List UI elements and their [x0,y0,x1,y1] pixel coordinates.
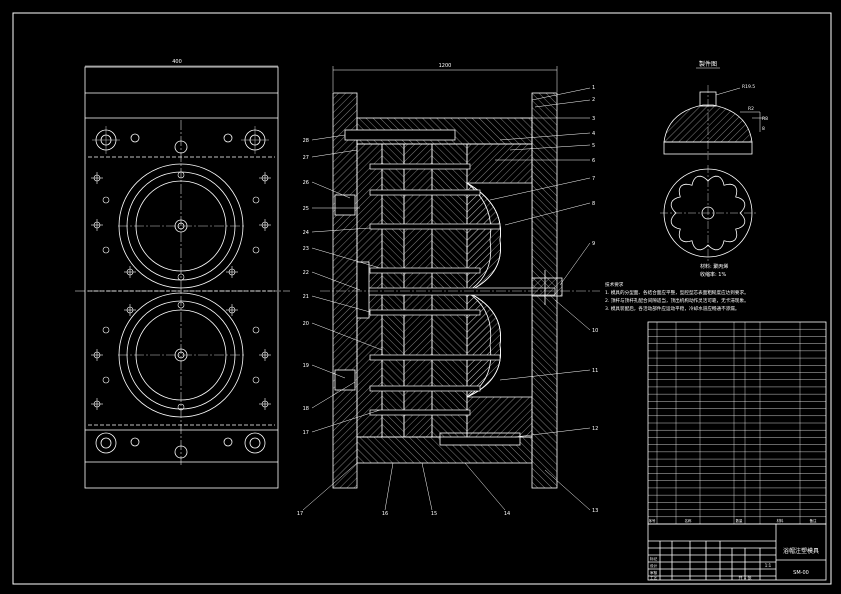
bom-header-cell: 序号 [649,518,656,523]
svg-text:28: 28 [303,138,309,144]
drawing-title: 浴帽注塑模具 [783,547,819,555]
svg-text:5: 5 [592,143,595,149]
top-view: 400 [75,59,290,489]
section-view: 1200 [297,63,600,517]
svg-text:12: 12 [592,426,598,432]
leader-numbers-left: 28 27 26 25 24 23 22 21 20 19 18 17 [303,138,309,436]
svg-text:18: 18 [303,406,309,412]
svg-text:1: 1 [592,85,595,91]
svg-text:2. 顶杆与顶杆孔配合间隙适当，顶出机构动作灵活可靠，无卡滞: 2. 顶杆与顶杆孔配合间隙适当，顶出机构动作灵活可靠，无卡滞现象。 [605,297,749,304]
width-dimension: 400 [172,59,182,65]
svg-text:9: 9 [592,241,595,247]
svg-text:4: 4 [592,131,595,137]
svg-text:20: 20 [303,321,309,327]
svg-text:标记: 标记 [650,556,658,561]
bom-header-cell: 数量 [736,518,743,523]
bom-header-cell: 名称 [685,518,692,523]
svg-text:13: 13 [592,508,598,514]
bom-table: 序号 名称 数量 材料 备注 [647,321,827,525]
svg-text:23: 23 [303,246,309,252]
dim-r2: R2 [748,106,754,112]
drawing-scale: 1:1 [765,563,772,568]
drawing-border [12,12,832,585]
svg-text:15: 15 [431,511,437,517]
svg-text:22: 22 [303,270,309,276]
svg-text:3. 模具装配后，各活动部件应运动平稳，冷却水道应畅通不渗漏: 3. 模具装配后，各活动部件应运动平稳，冷却水道应畅通不渗漏。 [605,305,739,312]
dim-8: 8 [762,126,765,132]
svg-text:工艺: 工艺 [650,575,658,580]
detail-title: 製件图 [699,60,717,68]
svg-text:6: 6 [592,158,595,164]
overall-dimension: 1200 [439,63,452,69]
svg-text:19: 19 [303,363,309,369]
dim-r8: R8 [762,116,768,122]
svg-text:10: 10 [592,328,598,334]
title-block: 浴帽注塑模具 SM-00 1:1 共 1 张 标记 设计 审核 工艺 [647,523,827,581]
drawing-number: SM-00 [793,570,809,576]
svg-text:16: 16 [382,511,388,517]
leader-numbers-bottom: 17 16 15 14 [297,511,510,517]
tech-requirements: 技术要求 1. 模具的分型面、各结合面应平整，型腔型芯表面粗糙度应达到要求。 2… [605,281,749,312]
bom-header-cell: 备注 [810,518,817,523]
leader-numbers-right: 1 2 3 4 5 6 7 8 9 10 11 12 13 [592,85,598,514]
svg-text:8: 8 [592,201,595,207]
svg-text:25: 25 [303,206,309,212]
svg-text:设计: 设计 [650,563,658,568]
part-material-note: 材料: 聚丙烯 [700,263,728,270]
svg-text:24: 24 [303,230,309,236]
svg-text:2: 2 [592,97,595,103]
svg-text:27: 27 [303,155,309,161]
svg-text:1. 模具的分型面、各结合面应平整，型腔型芯表面粗糙度应达到: 1. 模具的分型面、各结合面应平整，型腔型芯表面粗糙度应达到要求。 [605,289,749,296]
part-detail: 製件图 R19.5 R2 R8 8 材料: 聚丙烯 收缩率: 1% [660,60,768,278]
bom-header-cell: 材料 [777,518,784,523]
dim-r195: R19.5 [742,84,755,90]
tech-req-title: 技术要求 [605,281,624,288]
svg-text:21: 21 [303,294,309,300]
svg-text:14: 14 [504,511,510,517]
part-shrink-note: 收缩率: 1% [700,271,726,278]
svg-text:17: 17 [297,511,303,517]
svg-text:3: 3 [592,116,595,122]
svg-text:17: 17 [303,430,309,436]
drawing-sheet: 共 1 张 [738,574,751,580]
svg-text:26: 26 [303,180,309,186]
svg-text:审核: 审核 [650,570,658,575]
svg-text:7: 7 [592,176,595,182]
svg-text:11: 11 [592,368,598,374]
